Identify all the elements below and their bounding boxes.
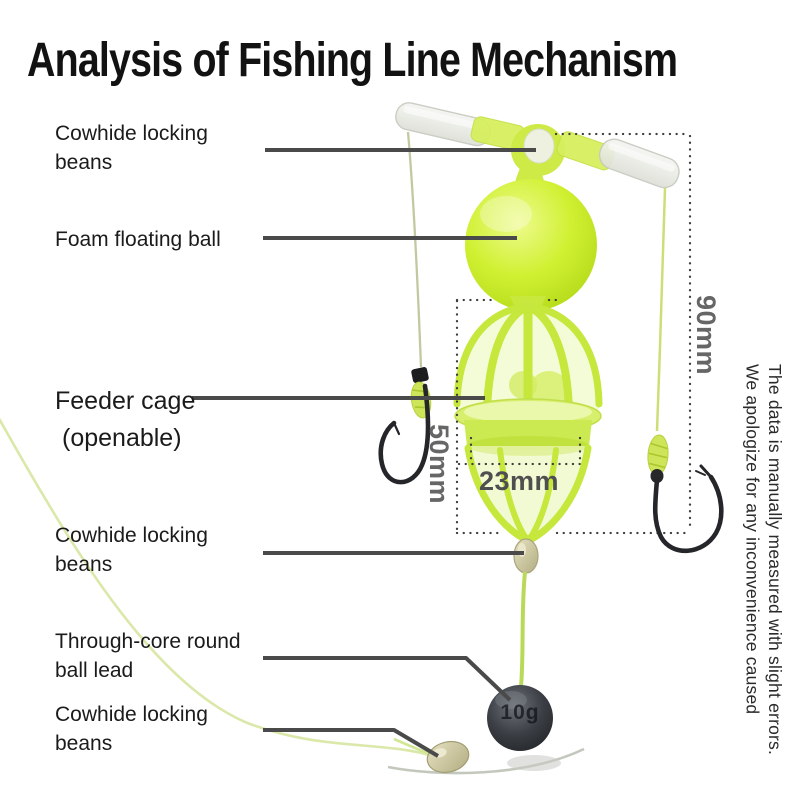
lead-weight-label: 10g	[500, 701, 540, 724]
label-through-core-round-ball-lead: Through-core round ball lead	[55, 627, 241, 685]
dropper-line-left	[406, 131, 423, 368]
label-line: ball lead	[55, 659, 134, 682]
feeder-cage	[453, 301, 603, 547]
locking-bean-top	[523, 128, 555, 164]
label-line: Cowhide locking	[55, 122, 208, 145]
disclaimer-vertical-text: The data is manually measured with sligh…	[741, 364, 786, 800]
label-line: Foam floating ball	[55, 228, 221, 251]
label-line: beans	[55, 732, 113, 755]
callout-cowhide-bottom	[263, 728, 440, 758]
lead-ball-shadow	[507, 755, 561, 771]
label-feeder-cage: Feeder cage (openable)	[55, 383, 195, 457]
label-line: beans	[55, 151, 113, 174]
disclaimer-line: We apologize for any inconvenience cause…	[742, 364, 763, 715]
line-to-lead	[519, 571, 527, 688]
locking-bean-middle	[513, 538, 539, 574]
callout-ball-lead	[263, 656, 512, 702]
label-line: Through-core round	[55, 630, 241, 653]
main-fishing-line	[0, 417, 437, 759]
measurement-dotted-lines	[455, 132, 692, 535]
label-cowhide-locking-beans-middle: Cowhide locking beans	[55, 521, 208, 579]
label-line: (openable)	[62, 424, 182, 452]
label-line: Feeder cage	[55, 387, 196, 415]
dimension-total-height: 90mm	[691, 295, 721, 376]
bottom-running-line	[387, 747, 585, 775]
label-foam-floating-ball: Foam floating ball	[55, 225, 221, 254]
label-cowhide-locking-beans-bottom: Cowhide locking beans	[55, 700, 208, 758]
line-stopper-tube	[395, 102, 680, 190]
page-title: Analysis of Fishing Line Mechanism	[27, 34, 678, 87]
label-line: Cowhide locking	[55, 703, 208, 726]
fishing-hook-left	[378, 367, 432, 485]
dropper-line-right	[655, 187, 667, 432]
foam-floating-ball	[465, 179, 597, 311]
dimension-cage-width: 23mm	[479, 466, 560, 496]
label-line: beans	[55, 553, 113, 576]
dimension-cage-height: 50mm	[424, 424, 454, 505]
disclaimer-line: The data is manually measured with sligh…	[765, 364, 785, 756]
locking-bean-bottom	[426, 740, 470, 774]
label-line: Cowhide locking	[55, 524, 208, 547]
fishing-hook-right	[647, 434, 724, 554]
callout-lines	[192, 148, 536, 758]
label-cowhide-locking-beans-top: Cowhide locking beans	[55, 119, 208, 177]
